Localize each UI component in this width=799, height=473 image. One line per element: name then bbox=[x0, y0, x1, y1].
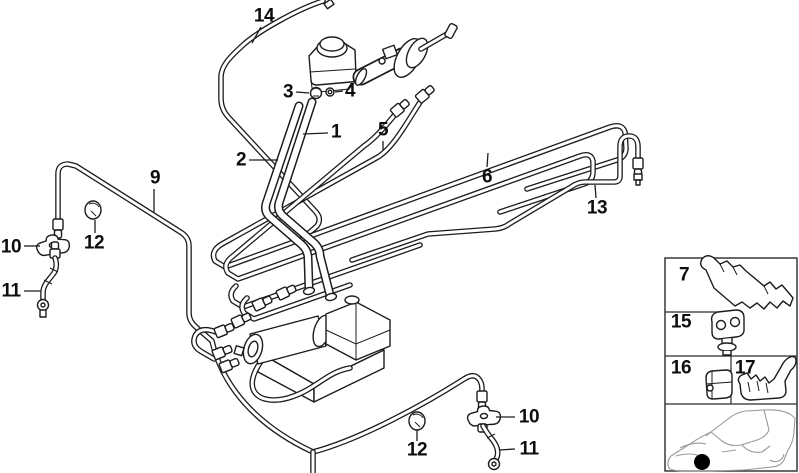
part-label-12-10: 12 bbox=[83, 232, 105, 254]
part-label-14-0: 14 bbox=[253, 5, 275, 27]
grommet-12-bottom bbox=[408, 411, 426, 431]
location-dot bbox=[694, 454, 710, 470]
part-label-12-13: 12 bbox=[406, 439, 428, 461]
part-15-holder bbox=[710, 309, 745, 356]
part-label-11-14: 11 bbox=[519, 438, 539, 460]
clamp-10-bottom bbox=[465, 403, 502, 428]
part-17-bracket bbox=[737, 355, 797, 401]
part-4-seal bbox=[325, 87, 335, 97]
part-label-2-4: 2 bbox=[235, 149, 247, 171]
pipe-13-end-fitting bbox=[632, 157, 644, 186]
grommet-12-left bbox=[84, 200, 102, 220]
part-label-9-8: 9 bbox=[149, 167, 161, 189]
part-label-7-15: 7 bbox=[678, 264, 690, 286]
leader-line-14-0 bbox=[251, 26, 262, 44]
leader-line-6-6 bbox=[486, 152, 489, 168]
brake-hose-11-left bbox=[36, 241, 61, 318]
part-label-10-12: 10 bbox=[518, 406, 540, 428]
pipe-14-end-fitting bbox=[323, 0, 335, 10]
pipe-2 bbox=[266, 106, 316, 296]
leader-line-1-3 bbox=[302, 132, 329, 135]
part-label-13-7: 13 bbox=[586, 197, 608, 219]
abs-hydraulic-unit bbox=[233, 295, 391, 402]
leader-line-4-2 bbox=[334, 90, 344, 93]
part-label-5-5: 5 bbox=[377, 119, 389, 141]
car-location-thumbnail bbox=[667, 409, 796, 472]
leader-line-13-7 bbox=[594, 184, 597, 199]
leader-lines bbox=[24, 26, 597, 451]
part-3-seal bbox=[309, 86, 323, 100]
part-label-3-1: 3 bbox=[282, 81, 294, 103]
part-label-15-16: 15 bbox=[670, 311, 692, 333]
part-label-10-9: 10 bbox=[0, 236, 22, 258]
leader-line-3-1 bbox=[295, 91, 310, 94]
brake-hose-11-bottom bbox=[477, 424, 500, 471]
part-label-1-3: 1 bbox=[330, 121, 342, 143]
part-label-4-2: 4 bbox=[344, 80, 356, 102]
part-label-6-6: 6 bbox=[481, 166, 493, 188]
pipe-1 bbox=[279, 102, 338, 302]
part-7-bracket bbox=[699, 255, 794, 310]
master-cylinder bbox=[323, 0, 458, 86]
part-label-11-11: 11 bbox=[1, 280, 21, 302]
part-label-17-18: 17 bbox=[734, 357, 756, 379]
part-label-16-17: 16 bbox=[670, 357, 692, 379]
leader-line-11-14 bbox=[498, 448, 516, 451]
part-16-clip bbox=[705, 369, 733, 400]
